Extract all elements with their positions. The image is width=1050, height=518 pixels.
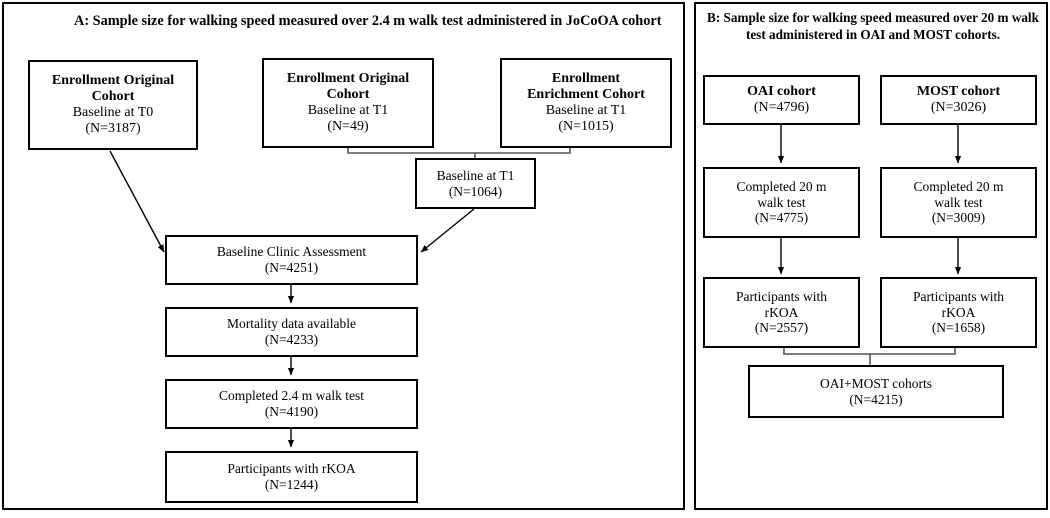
node-line: (N=4215): [849, 391, 903, 407]
node-most-participants-with-rkoa: Participants with rKOA (N=1658): [880, 277, 1037, 348]
panel-b-title: B: Sample size for walking speed measure…: [707, 10, 1039, 42]
node-line: OAI cohort: [747, 83, 816, 99]
node-line: (N=1244): [264, 477, 319, 492]
node-participants-with-rkoa-jocooa: Participants with rKOA (N=1244): [165, 451, 418, 503]
node-line: Baseline Clinic Assessment: [216, 244, 367, 260]
node-line: (N=1064): [448, 183, 503, 199]
node-oai-cohort: OAI cohort (N=4796): [703, 75, 860, 125]
node-line: rKOA: [764, 304, 799, 320]
node-line: Completed 20 m: [913, 179, 1004, 195]
node-line: Enrollment: [551, 70, 621, 86]
node-line: Participants with rKOA: [227, 461, 356, 477]
node-line: Completed 20 m: [736, 179, 827, 195]
node-line: Enrollment Original: [51, 72, 175, 88]
node-line: Baseline at T1: [436, 167, 515, 183]
node-line: Cohort: [91, 88, 135, 104]
node-enrollment-original-cohort-t0: Enrollment Original Cohort Baseline at T…: [28, 60, 198, 150]
node-line: (N=3187): [85, 121, 141, 137]
node-line: (N=2557): [754, 320, 809, 336]
node-line: Baseline at T1: [307, 103, 389, 118]
node-line: Baseline at T1: [545, 103, 627, 118]
node-line: Mortality data available: [227, 316, 356, 332]
node-baseline-at-t1-merged: Baseline at T1 (N=1064): [415, 158, 536, 209]
node-line: (N=1658): [931, 320, 986, 336]
node-line: Completed 2.4 m walk test: [218, 388, 365, 404]
node-line: (N=4775): [754, 210, 809, 226]
node-line: Participants with: [735, 289, 828, 305]
node-line: rKOA: [941, 304, 976, 320]
node-most-completed-20m-walk-test: Completed 20 m walk test (N=3009): [880, 167, 1037, 238]
node-line: Enrollment Original: [286, 70, 410, 86]
node-line: OAI+MOST cohorts: [820, 375, 932, 391]
panel-a-title: A: Sample size for walking speed measure…: [74, 13, 662, 29]
node-oai-completed-20m-walk-test: Completed 20 m walk test (N=4775): [703, 167, 860, 238]
node-line: (N=49): [327, 119, 369, 135]
node-oai-most-cohorts-combined: OAI+MOST cohorts (N=4215): [748, 365, 1004, 418]
node-enrollment-original-cohort-t1: Enrollment Original Cohort Baseline at T…: [262, 58, 434, 148]
node-line: Cohort: [326, 86, 370, 102]
node-line: (N=4233): [264, 332, 319, 347]
node-enrollment-enrichment-cohort-t1: Enrollment Enrichment Cohort Baseline at…: [500, 58, 672, 148]
node-line: Participants with: [912, 289, 1005, 305]
node-line: (N=3009): [931, 210, 986, 226]
node-line: walk test: [757, 194, 806, 210]
node-most-cohort: MOST cohort (N=3026): [880, 75, 1037, 125]
node-line: (N=4796): [753, 100, 810, 115]
node-line: Baseline at T0: [72, 105, 154, 120]
node-line: (N=4190): [264, 404, 319, 419]
node-line: Enrichment Cohort: [527, 86, 645, 102]
node-line: walk test: [934, 194, 983, 210]
node-line: (N=3026): [930, 100, 987, 115]
node-oai-participants-with-rkoa: Participants with rKOA (N=2557): [703, 277, 860, 348]
node-line: (N=1015): [558, 119, 614, 135]
node-completed-2-4m-walk-test: Completed 2.4 m walk test (N=4190): [165, 379, 418, 429]
node-mortality-data-available: Mortality data available (N=4233): [165, 307, 418, 357]
node-line: MOST cohort: [916, 83, 1001, 99]
node-line: (N=4251): [264, 260, 319, 275]
node-baseline-clinic-assessment: Baseline Clinic Assessment (N=4251): [165, 235, 418, 285]
